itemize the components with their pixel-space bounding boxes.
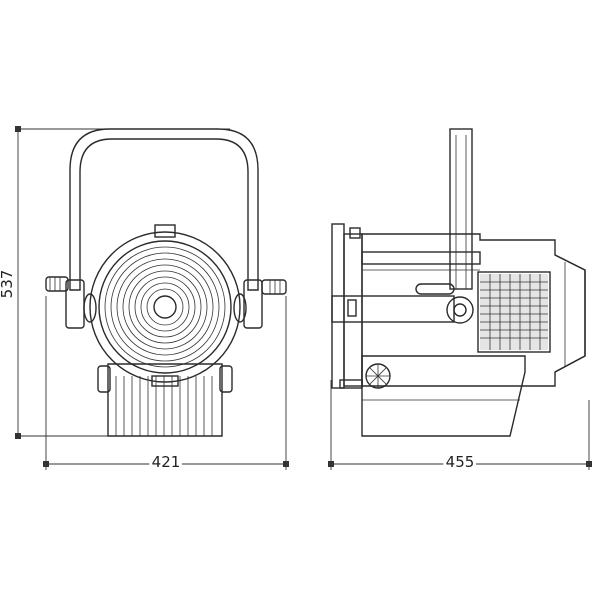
top-rail [361, 251, 481, 265]
fan-icon [365, 363, 391, 389]
tilt-lever [415, 283, 455, 295]
right-clamp [233, 293, 247, 323]
lamp-housing [89, 231, 241, 383]
side-view [331, 128, 586, 437]
yoke-bracket [69, 128, 259, 291]
left-lock-knob [45, 276, 69, 292]
base-right-knob [219, 365, 233, 393]
base-left-knob [97, 365, 111, 393]
front-width-label: 421 [152, 453, 181, 471]
bottom-latch [339, 379, 363, 389]
vent-grille [477, 271, 551, 353]
power-box [361, 355, 526, 437]
top-handle [154, 224, 176, 238]
yoke-right-plate [243, 279, 263, 329]
fresnel-lens [98, 240, 232, 374]
left-clamp [83, 293, 97, 323]
top-latch [349, 227, 361, 239]
front-view [45, 128, 287, 437]
tilt-pivot [446, 296, 474, 324]
side-depth-dimension [328, 380, 592, 470]
front-ring [343, 233, 363, 387]
height-label: 537 [0, 270, 16, 299]
side-depth-label: 455 [446, 453, 475, 471]
front-width-dimension [43, 296, 289, 470]
heatsink [107, 363, 223, 437]
front-frame [331, 223, 345, 389]
right-lock-knob [261, 279, 287, 295]
rear-cap [554, 254, 586, 373]
height-dimension [15, 126, 230, 439]
side-yoke-arm [449, 128, 473, 290]
